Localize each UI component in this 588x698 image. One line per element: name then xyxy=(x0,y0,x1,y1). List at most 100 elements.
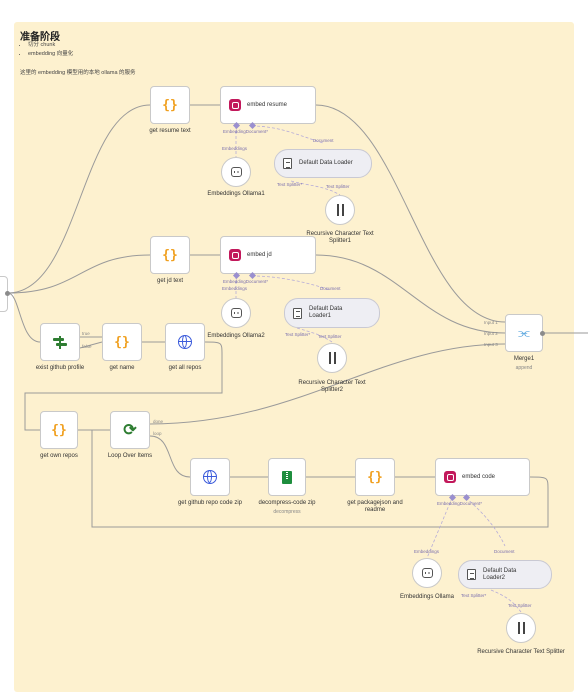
output-handle[interactable] xyxy=(540,331,545,336)
sub-wire xyxy=(465,497,506,547)
document-icon xyxy=(293,307,302,319)
ai-vector-store-icon xyxy=(229,249,241,261)
signpost-icon xyxy=(53,335,67,349)
node-subtitle: decompress xyxy=(273,509,301,515)
wire xyxy=(149,435,191,478)
loop-over-items-node[interactable]: ⟳ xyxy=(110,411,150,449)
sub-wire xyxy=(251,275,331,291)
get-github-repo-code-zip-node[interactable] xyxy=(190,458,230,496)
robot-icon xyxy=(230,308,242,318)
node-label: Embeddings Ollama2 xyxy=(207,333,265,339)
sub-wire xyxy=(290,180,341,196)
port-label: EmbeddingDocument* xyxy=(223,279,269,284)
robot-icon xyxy=(421,568,433,578)
wire xyxy=(79,341,103,349)
get-name-node[interactable]: {} xyxy=(102,323,142,361)
port-label: Text Splitter xyxy=(318,334,342,339)
get-resume-text-node[interactable]: {} xyxy=(150,86,190,124)
node-label: Recursive Character Text Splitter1 xyxy=(306,231,374,244)
sub-wire xyxy=(251,125,324,144)
node-label: get jd text xyxy=(156,278,183,284)
node-label: get packagejson and readme xyxy=(347,500,403,513)
node-label: get own repos xyxy=(40,453,78,459)
get-all-repos-node[interactable] xyxy=(165,323,205,361)
embed-code-node[interactable]: embed code xyxy=(435,458,530,496)
code-braces-icon: {} xyxy=(51,422,67,438)
wire xyxy=(91,429,549,528)
port-label: EmbeddingDocument* xyxy=(223,129,269,134)
wire xyxy=(24,341,223,431)
node-label: Merge1 xyxy=(513,356,535,362)
exist-github-profile-node[interactable] xyxy=(40,323,80,361)
output-handle[interactable] xyxy=(5,291,10,296)
node-label: Default Data Loader xyxy=(299,160,353,166)
sticky-title: 准备阶段 xyxy=(20,32,60,43)
document-icon xyxy=(467,569,476,580)
zip-file-icon xyxy=(282,470,292,484)
embed-resume-node[interactable]: embed resume xyxy=(220,86,316,124)
port-label: Input 3 xyxy=(484,342,498,347)
wire xyxy=(7,254,151,294)
port-label: Embeddings xyxy=(222,286,248,291)
node-label: Recursive Character Text Splitter2 xyxy=(298,380,366,393)
code-braces-icon: {} xyxy=(114,334,130,350)
node-label: Default Data Loader1 xyxy=(309,306,343,319)
port-label: false xyxy=(82,344,92,349)
node-label: embed resume xyxy=(247,102,288,108)
decompress-code-zip-node[interactable] xyxy=(268,458,306,496)
wire xyxy=(315,254,506,334)
globe-icon xyxy=(203,470,217,484)
node-label: get resume text xyxy=(149,128,191,134)
embed-jd-node[interactable]: embed jd xyxy=(220,236,316,274)
port-label: Input 2 xyxy=(484,331,498,336)
merge-icon: ⫘ xyxy=(518,325,530,340)
sticky-bullets: 切分 chunk embedding 向量化 xyxy=(14,41,73,59)
wire xyxy=(315,104,506,323)
ai-vector-store-icon xyxy=(444,471,456,483)
code-braces-icon: {} xyxy=(162,97,178,113)
code-braces-icon: {} xyxy=(162,247,178,263)
port-label: done xyxy=(153,419,164,424)
robot-icon xyxy=(230,167,242,177)
port-label: Embeddings xyxy=(414,549,440,554)
sticky-bullet: embedding 向量化 xyxy=(28,50,73,59)
splitter-icon xyxy=(328,352,336,364)
document-icon xyxy=(283,158,292,169)
recursive-splitter-node[interactable] xyxy=(506,613,536,643)
embeddings-ollama2-node[interactable] xyxy=(221,298,251,328)
port-label: Text Splitter* xyxy=(285,332,311,337)
port-label: Document xyxy=(320,286,341,291)
node-label: embed jd xyxy=(247,252,272,258)
get-own-repos-node[interactable]: {} xyxy=(40,411,78,449)
loop-icon: ⟳ xyxy=(123,422,137,439)
default-data-loader2-node[interactable]: Default Data Loader2 xyxy=(458,560,552,589)
code-braces-icon: {} xyxy=(367,469,383,485)
node-label: get name xyxy=(109,365,135,371)
sticky-description: 这里的 embedding 模型用的本地 ollama 的服务 xyxy=(20,70,136,76)
default-data-loader1-node[interactable]: Default Data Loader1 xyxy=(284,298,380,328)
wire xyxy=(7,292,41,343)
embeddings-ollama-node[interactable] xyxy=(412,558,442,588)
recursive-splitter2-node[interactable] xyxy=(317,343,347,373)
port-label: EmbeddingDocument* xyxy=(437,501,483,506)
port-label: Document xyxy=(494,549,515,554)
merge1-node[interactable]: ⫘ xyxy=(505,314,543,352)
splitter-icon xyxy=(336,204,344,216)
get-jd-text-node[interactable]: {} xyxy=(150,236,190,274)
node-label: decompress-code zip xyxy=(258,500,316,506)
node-label: get all repos xyxy=(168,365,202,371)
ai-vector-store-icon xyxy=(229,99,241,111)
recursive-splitter1-node[interactable] xyxy=(325,195,355,225)
embeddings-ollama1-node[interactable] xyxy=(221,157,251,187)
port-label: Text Splitter* xyxy=(461,593,487,598)
port-label: Text Splitter xyxy=(508,603,532,608)
globe-icon xyxy=(178,335,192,349)
default-data-loader-node[interactable]: Default Data Loader xyxy=(274,149,372,178)
get-packagejson-readme-node[interactable]: {} xyxy=(355,458,395,496)
port-label: true xyxy=(82,331,90,336)
node-label: Embeddings Ollama1 xyxy=(207,191,265,197)
sub-wire xyxy=(426,497,453,559)
node-label: embed code xyxy=(462,474,496,480)
node-label: exist github profile xyxy=(35,365,85,371)
